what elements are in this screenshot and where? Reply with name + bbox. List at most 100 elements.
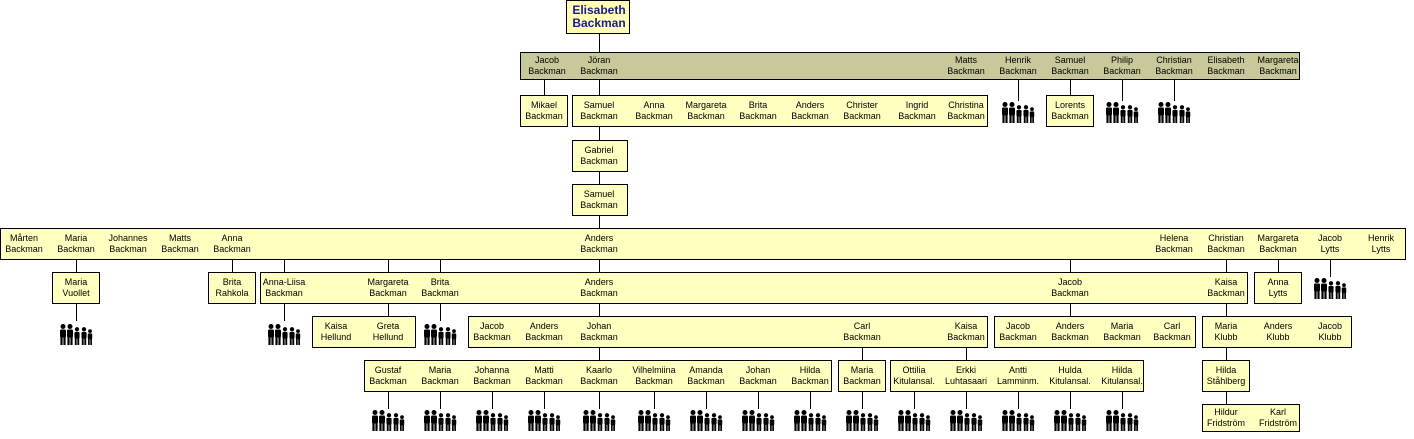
family-group-icon[interactable] xyxy=(267,323,301,345)
family-group-icon[interactable] xyxy=(1105,101,1139,123)
family-group-icon[interactable] xyxy=(793,409,827,431)
family-group-icon[interactable] xyxy=(845,409,879,431)
family-group-icon[interactable] xyxy=(1105,409,1139,431)
family-group-icon[interactable] xyxy=(582,409,616,431)
first-name: Mårten xyxy=(9,233,38,243)
family-box-carl-children xyxy=(838,360,886,392)
family-group-icon[interactable] xyxy=(637,409,671,431)
family-group-icon[interactable] xyxy=(527,409,561,431)
family-group-icon[interactable] xyxy=(371,409,405,431)
family-group-icon[interactable] xyxy=(1053,409,1087,431)
family-group-icon[interactable] xyxy=(423,409,457,431)
family-group-icon[interactable] xyxy=(1313,277,1347,299)
last-name: Backman xyxy=(1207,244,1245,254)
family-group-icon[interactable] xyxy=(59,323,93,345)
family-group-icon[interactable] xyxy=(689,409,723,431)
family-group-icon[interactable] xyxy=(1001,409,1035,431)
family-group-icon[interactable] xyxy=(741,409,775,431)
family-group-icon[interactable] xyxy=(897,409,931,431)
family-group-icon[interactable] xyxy=(423,323,457,345)
family-group-icon[interactable] xyxy=(1001,101,1035,123)
family-group-icon[interactable] xyxy=(475,409,509,431)
family-group-icon[interactable] xyxy=(1157,101,1191,123)
family-box-gabriel xyxy=(572,140,628,172)
family-group-icon[interactable] xyxy=(949,409,983,431)
